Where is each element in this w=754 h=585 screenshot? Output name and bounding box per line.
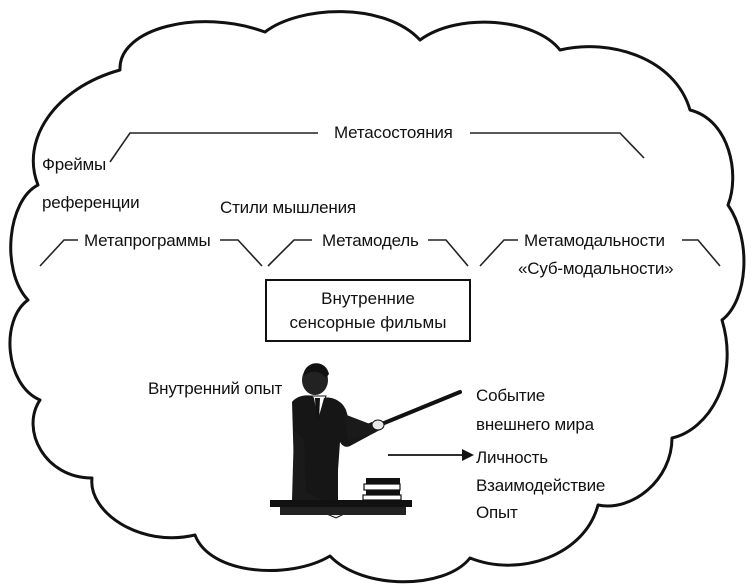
lecturer-figure bbox=[292, 363, 385, 519]
inner-sensory-films-box: Внутренние сенсорные фильмы bbox=[265, 279, 471, 342]
label-metamodel: Метамодель bbox=[322, 231, 419, 250]
center-box-line1: Внутренние bbox=[321, 288, 415, 308]
center-box-line2: сенсорные фильмы bbox=[289, 312, 447, 332]
metaprograms-bracket-left bbox=[39, 239, 78, 267]
metamodalities-bracket-right bbox=[682, 239, 721, 267]
metamodel-bracket-left bbox=[267, 239, 312, 267]
metamodel-bracket-right bbox=[428, 239, 469, 267]
label-thinking-styles: Стили мышления bbox=[220, 198, 356, 217]
label-external-event-line1: Событие bbox=[476, 386, 546, 405]
podium-body bbox=[280, 507, 406, 515]
books-stack bbox=[362, 478, 402, 501]
label-submodalities: «Суб-модальности» bbox=[518, 259, 674, 278]
pointer-stick bbox=[370, 390, 462, 430]
label-inner-experience: Внутренний опыт bbox=[148, 379, 283, 398]
label-metaprograms: Метапрограммы bbox=[84, 231, 211, 250]
metaprograms-bracket-right bbox=[220, 239, 263, 267]
podium-top bbox=[270, 500, 412, 507]
arrow-head bbox=[462, 449, 474, 461]
label-experience: Опыт bbox=[476, 503, 518, 522]
label-external-event-line2: внешнего мира bbox=[476, 415, 594, 434]
metastates-bracket-left bbox=[109, 132, 318, 163]
label-personality: Личность bbox=[476, 448, 548, 467]
metastates-bracket-right bbox=[470, 132, 645, 159]
label-interaction: Взаимодействие bbox=[476, 476, 606, 495]
label-frames: Фреймы bbox=[42, 155, 107, 174]
label-metastates: Метасостояния bbox=[334, 123, 453, 142]
label-metamodalities: Метамодальности bbox=[524, 231, 665, 250]
label-references: референции bbox=[42, 193, 140, 212]
metamodalities-bracket-left bbox=[479, 239, 518, 267]
